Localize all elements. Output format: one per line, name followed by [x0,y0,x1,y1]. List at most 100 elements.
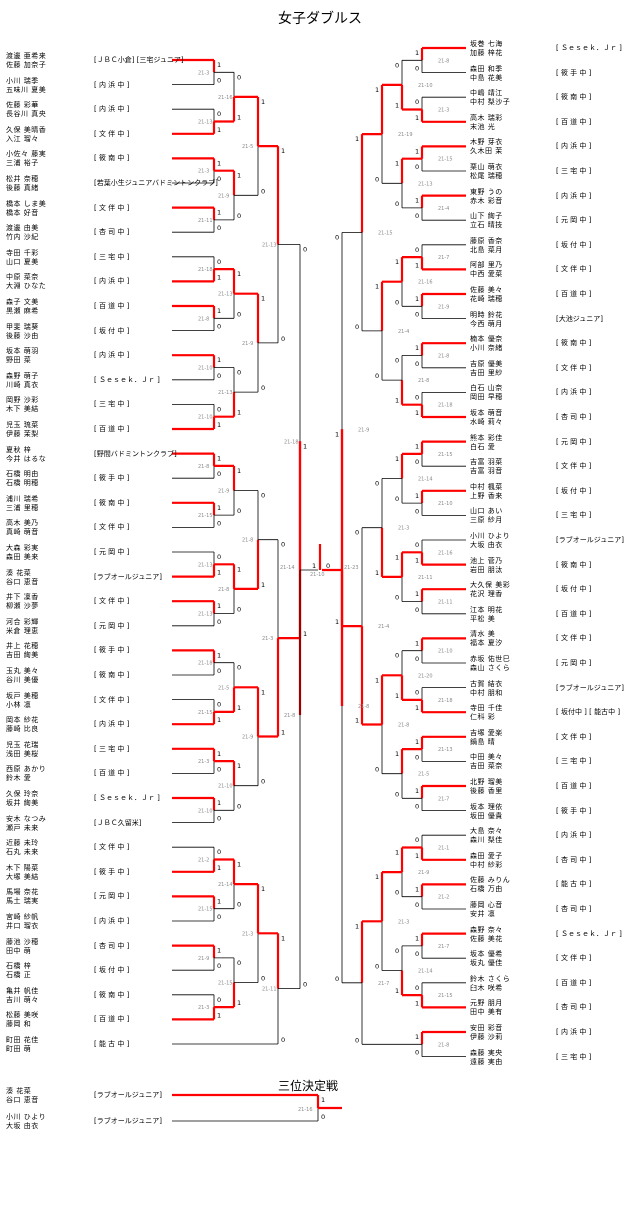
L-score-label: 21-11 [262,987,277,993]
L-game-count: 0 [261,492,265,500]
right-entry-name: 立石 晴技 [470,221,503,230]
L-score-label: 21-8 [284,713,295,719]
R-game-count: 1 [415,409,419,417]
R-score-label: 21-8 [398,723,409,729]
L-game-count: 0 [237,369,241,377]
left-entry-club: [ＪＢＣ小倉] [三宅ジュニア] [94,56,184,64]
L-game-count: 1 [217,209,221,217]
R-game-count: 0 [415,246,419,254]
right-entry-name: 中西 愛菜 [470,270,503,279]
R-game-count: 1 [375,873,379,881]
R-game-count: 0 [395,790,399,798]
right-entry-club: [ 元 岡 中 ] [556,216,592,225]
right-entry-name: 岡田 早穂 [470,393,503,402]
R-game-count: 0 [395,889,399,897]
right-entry-name: 栗山 萌衣 [470,163,503,171]
right-entry-name: 山口 あい [470,507,503,516]
right-entry-name: 藤原 香奈 [470,236,503,245]
L-game-count: 1 [217,897,221,905]
left-entry-club: [ 三 宅 中 ] [94,744,130,753]
L-game-count: 0 [237,802,241,810]
right-entry-name: 伊藤 沙莉 [470,1033,503,1041]
R-game-count: 1 [415,704,419,712]
right-entry-name: 久木田 茉 [470,147,503,156]
left-entry-name: 玉丸 美々 [6,667,39,675]
right-entry-name: 鍋島 晴 [470,737,496,746]
R-score-label: 21-11 [438,600,453,606]
left-entry-name: 浅田 美桜 [6,749,39,758]
L-game-count: 0 [217,553,221,561]
third-entry-name: 大坂 由衣 [6,1122,39,1130]
right-entry-name: 中村 朋和 [470,688,503,697]
R-game-count: 1 [375,86,379,94]
left-entry-name: 中原 菜奈 [6,273,39,282]
L-score-label: 21-8 [218,587,229,593]
right-entry-club: [ 文 伴 中 ] [556,462,592,471]
L-score-label: 21-8 [242,538,253,544]
L-game-count: 1 [261,295,265,303]
right-entry-name: 楠本 優奈 [470,335,503,344]
R-game-count: 0 [415,393,419,401]
left-entry-name: 夏秋 梓 [6,445,32,454]
L-score-label: 21-16 [218,95,233,101]
L-game-count: 0 [237,310,241,318]
right-entry-name: 小川 奈緒 [470,344,503,353]
page-title: 女子ダブルス [278,11,362,27]
right-entry-club: [ 能 古 中 ] [556,880,592,889]
right-entry-name: 白石 愛 [470,442,496,451]
L-score-label: 21-14 [218,882,233,888]
right-entry-name: 坂田 優貴 [470,811,503,820]
R-game-count: 1 [355,922,359,930]
R-game-count: 1 [395,258,399,266]
right-entry-name: 小川 ひより [470,532,511,540]
R-game-count: 0 [415,984,419,992]
right-entry-club: [ 杏 司 中 ] [556,413,592,421]
left-entry-club: [ 内 浜 中 ] [94,105,130,114]
right-entry-name: 森田 和季 [470,64,503,73]
left-entry-name: 松藤 美咲 [6,1011,39,1020]
R-score-label: 21-8 [438,58,449,64]
L-score-label: 21-10 [218,784,233,790]
R-score-label: 21-3 [398,526,409,532]
R-score-label: 21-10 [418,83,433,89]
left-entry-club: [ 三 宅 中 ] [94,252,130,261]
R-game-count: 0 [395,357,399,365]
L-score-label: 21-13 [198,562,213,568]
R-score-label: 21-14 [418,477,433,483]
left-entry-name: 西原 あかり [6,765,47,774]
left-entry-name: 石橋 梓 [6,962,32,971]
right-entry-club: [ 三 宅 中 ] [556,511,592,520]
left-entry-club: [ 百 道 中 ] [94,425,130,433]
right-entry-club: [ 筱 手 中 ] [556,806,592,815]
R-game-count: 1 [415,557,419,565]
R-score-label: 21-5 [418,772,429,778]
L-game-count: 1 [237,270,241,278]
L-game-count: 1 [217,569,221,577]
final-game-count: 0 [326,562,330,570]
left-entry-club: [ 内 浜 中 ] [94,917,130,925]
R-game-count: 0 [415,606,419,614]
R-game-count: 0 [395,61,399,69]
left-entry-club: [ 杏 司 中 ] [94,941,130,950]
right-entry-club: [ 三 宅 中 ] [556,757,592,766]
left-entry-name: 岡本 紗花 [6,716,39,725]
R-game-count: 1 [415,295,419,303]
left-entry-name: 吉川 萌々 [6,995,39,1004]
left-entry-name: 寺田 千彩 [6,248,39,257]
L-game-count: 0 [303,981,307,989]
R-game-count: 1 [375,676,379,684]
left-entry-name: 佐藤 彩華 [6,101,39,110]
R-game-count: 0 [415,212,419,220]
L-game-count: 0 [217,519,221,527]
left-entry-club: [野間バドミントンクラブ] [94,449,177,458]
R-game-count: 1 [395,102,399,110]
right-entry-name: 白石 山奈 [470,384,503,393]
third-place-title: 三位決定戦 [278,1079,339,1093]
L-game-count: 1 [261,581,265,589]
right-entry-name: 福本 夏汐 [470,639,503,648]
L-score-label: 21-15 [218,981,233,987]
right-entry-name: 遠藤 実由 [470,1057,503,1066]
right-entry-name: 清水 美 [470,630,496,639]
L-game-count: 1 [303,442,307,450]
left-entry-name: 谷川 美優 [6,676,39,684]
